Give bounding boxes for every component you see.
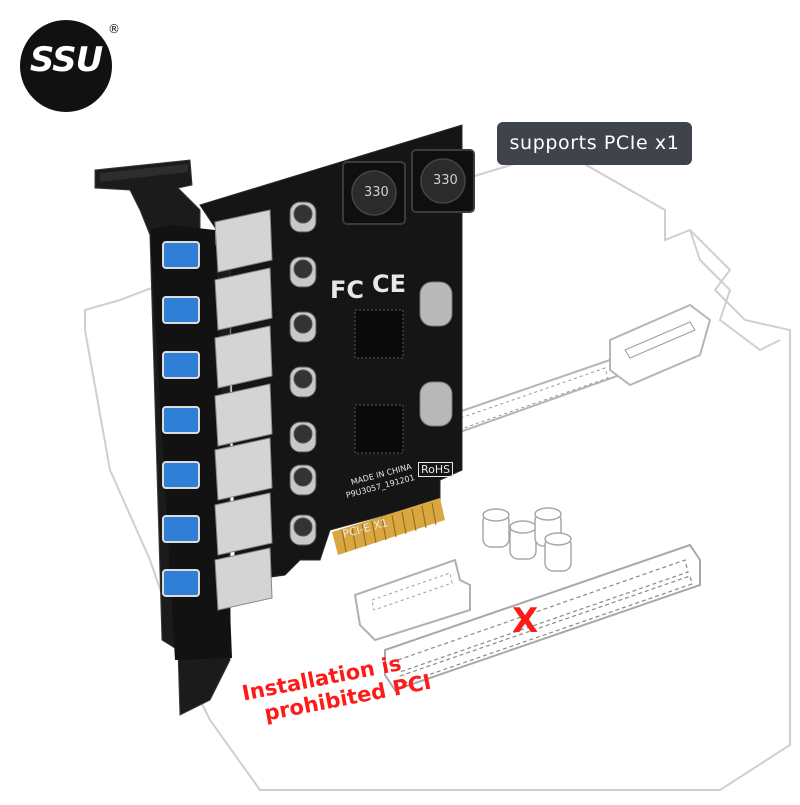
pci-slot: X [384,543,701,692]
usb-port-2 [162,296,200,324]
brand-logo [20,20,112,112]
usb-port-4 [162,406,200,434]
usb-port-7 [162,569,200,597]
pcie-x1-slot [353,558,471,642]
prohibited-x-mark: X [512,601,538,641]
ce-mark: CE [372,270,407,298]
usb-port-5 [162,461,200,489]
usb-port-3 [162,351,200,379]
registered-mark: ® [108,22,120,36]
motherboard-capacitors [482,507,572,572]
usb-port-1 [162,241,200,269]
rohs-mark: RoHS [418,462,454,477]
brand-logo-text: SSU [29,40,103,80]
inductor-2-label: 330 [433,173,458,188]
inductor-1-label: 330 [364,185,389,200]
usb-housings [214,209,273,611]
pcie-support-badge: supports PCIe x1 [497,122,692,165]
usb-port-6 [162,515,200,543]
fc-mark: FC [330,276,365,304]
